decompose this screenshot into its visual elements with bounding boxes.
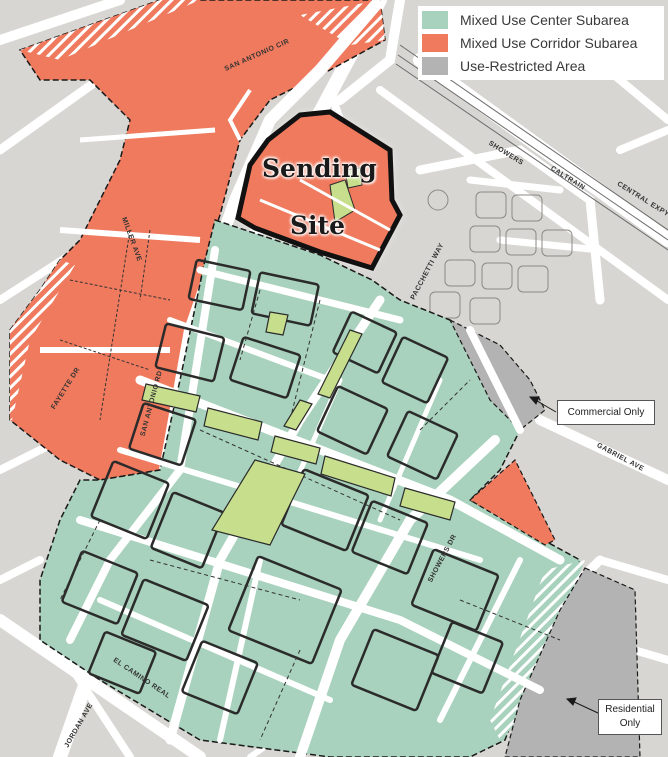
callout-arrows [528, 396, 599, 714]
corridor-dashes [59, 229, 171, 421]
callout-residential-line2: Only [619, 718, 641, 729]
sending-site-label-line1: Sending [262, 154, 377, 183]
legend-swatch-restricted [422, 56, 448, 75]
restricted-area-commercial [448, 318, 546, 431]
legend-swatch-center [422, 10, 448, 29]
legend-swatch-corridor [422, 33, 448, 52]
sending-site-label-line2: Site [290, 211, 346, 240]
legend-label-corridor: Mixed Use Corridor Subarea [460, 34, 638, 51]
callout-commercial-only: Commercial Only [557, 400, 655, 425]
legend-item-corridor: Mixed Use Corridor Subarea [422, 31, 660, 54]
center-blocks [61, 258, 504, 715]
legend-label-restricted: Use-Restricted Area [460, 57, 586, 74]
legend-label-center: Mixed Use Center Subarea [460, 11, 629, 28]
callout-residential-line1: Residential [605, 704, 655, 715]
map-legend: Mixed Use Center Subarea Mixed Use Corri… [418, 6, 664, 80]
callout-residential-only: Residential Only [598, 699, 662, 735]
legend-item-center: Mixed Use Center Subarea [422, 8, 660, 31]
legend-item-restricted: Use-Restricted Area [422, 54, 660, 77]
sending-site-roads [259, 178, 391, 252]
center-dashed-lines [59, 289, 561, 741]
open-space-parks [141, 311, 456, 546]
corridor-subarea-triangle [468, 459, 556, 546]
northeast-blocks [427, 189, 573, 325]
